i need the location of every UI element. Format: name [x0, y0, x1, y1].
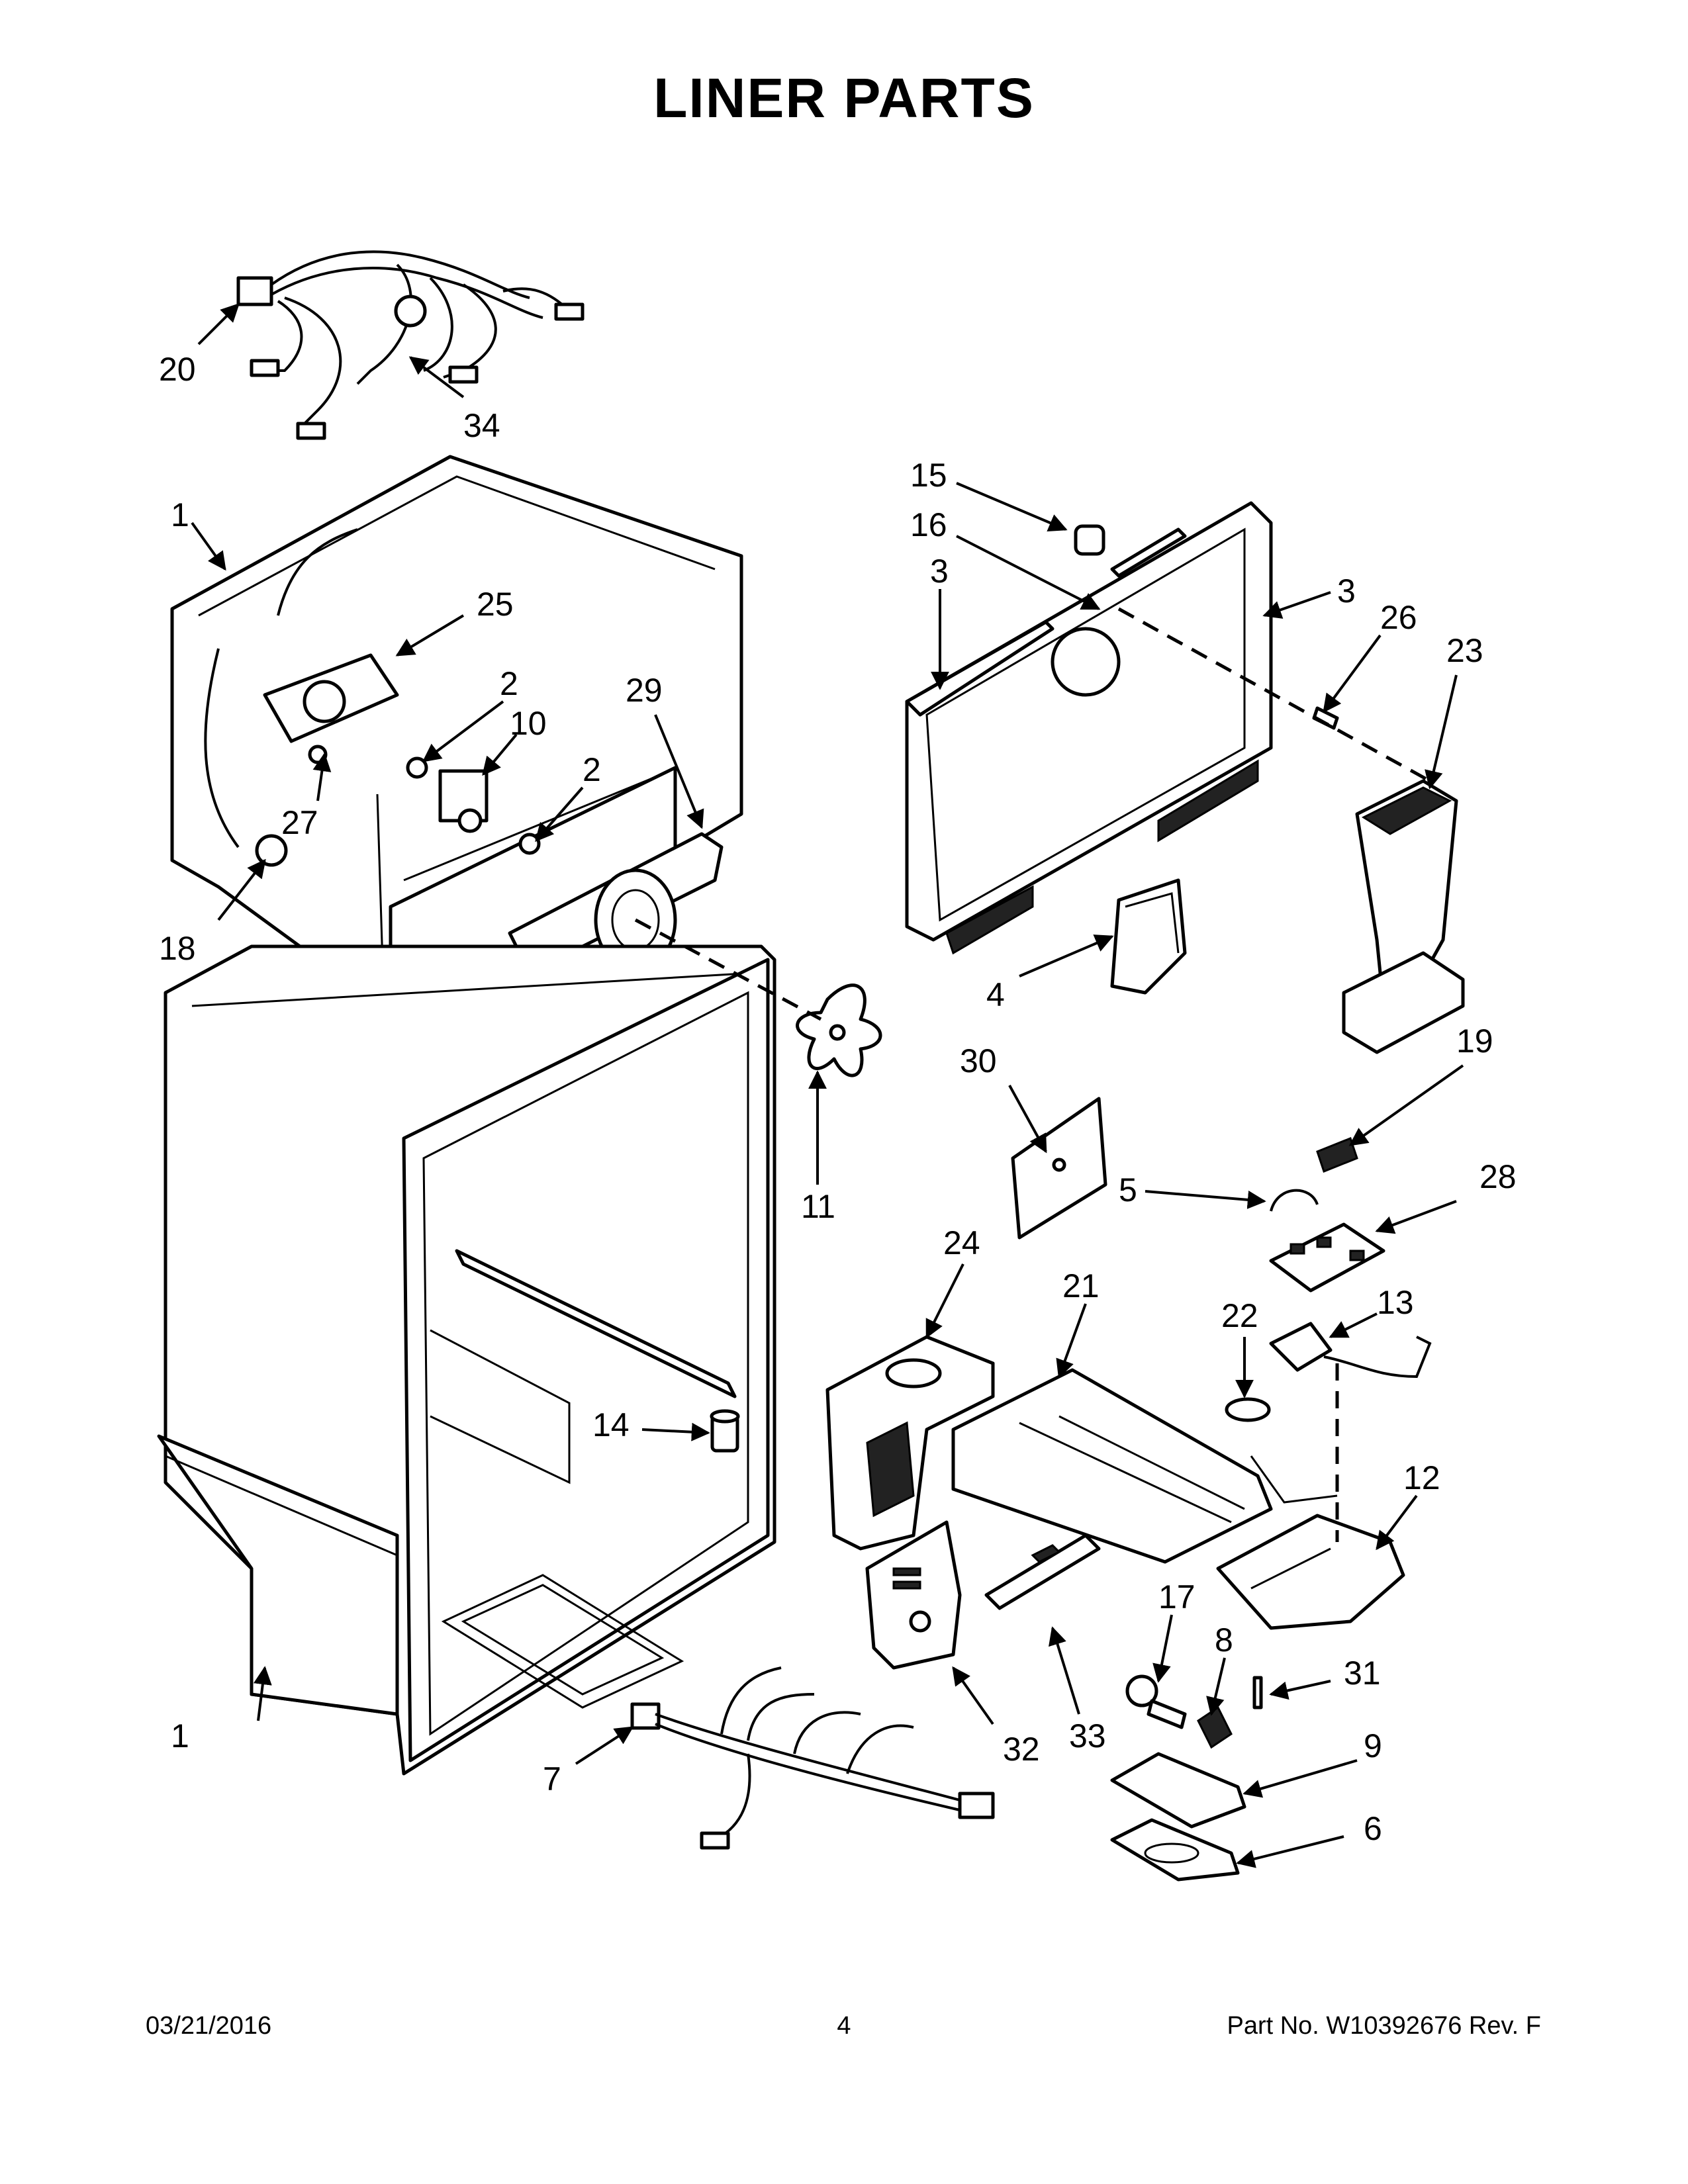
part-30: [1011, 1097, 1107, 1240]
screw-26: [1312, 706, 1339, 730]
callout-17: 17: [1158, 1578, 1196, 1615]
callout-25: 25: [477, 586, 514, 623]
footer-page-number: 4: [837, 2012, 851, 2040]
callout-34: 34: [463, 407, 500, 444]
callout-2: 2: [500, 665, 518, 702]
callout-28: 28: [1479, 1158, 1517, 1195]
part-33: [984, 1533, 1101, 1610]
callout-33: 33: [1069, 1717, 1106, 1754]
callout-18: 18: [159, 930, 196, 967]
light-socket-parts: [1110, 1674, 1263, 1882]
callout-7: 7: [543, 1760, 561, 1797]
callout-30: 30: [960, 1042, 997, 1079]
thermostat-assembly: [1216, 1322, 1432, 1630]
callout-21: 21: [1062, 1267, 1100, 1304]
callout-2: 2: [583, 751, 601, 788]
callout-11: 11: [801, 1188, 835, 1225]
footer-date: 03/21/2016: [146, 2012, 272, 2040]
callout-27: 27: [281, 804, 318, 841]
callout-19: 19: [1456, 1023, 1493, 1060]
wiring-harness-top: [236, 250, 585, 440]
freezer-liner: [170, 455, 743, 1015]
callout-29: 29: [626, 672, 663, 709]
callout-32: 32: [1003, 1731, 1040, 1768]
callout-3: 3: [930, 553, 949, 590]
callout-31: 31: [1344, 1655, 1381, 1692]
callout-26: 26: [1380, 599, 1417, 636]
part-5: [1270, 1189, 1319, 1212]
callout-13: 13: [1377, 1284, 1414, 1321]
callout-4: 4: [986, 976, 1005, 1013]
callout-1: 1: [171, 1717, 189, 1754]
control-board: [1269, 1222, 1385, 1293]
callout-22: 22: [1221, 1297, 1258, 1334]
air-duct: [1342, 779, 1465, 1054]
callout-24: 24: [943, 1224, 980, 1261]
callout-6: 6: [1364, 1810, 1382, 1847]
callout-labels: 20 34 1 25 2 29 10 2 27 18 15 16 3 3 26 …: [159, 351, 1517, 1847]
footer-part-number: Part No. W10392676 Rev. F: [1227, 2012, 1541, 2040]
callout-9: 9: [1364, 1727, 1382, 1764]
callout-12: 12: [1403, 1459, 1440, 1496]
control-housing: [825, 1335, 1273, 1564]
callout-3: 3: [1337, 572, 1356, 610]
evaporator-cover-panel: [905, 501, 1273, 955]
callout-10: 10: [510, 705, 547, 742]
callout-15: 15: [910, 457, 947, 494]
callout-5: 5: [1119, 1171, 1137, 1208]
callout-16: 16: [910, 506, 947, 543]
fresh-food-liner: [157, 944, 776, 1776]
callout-1: 1: [171, 496, 189, 533]
part-19: [1316, 1137, 1358, 1173]
callout-20: 20: [159, 351, 196, 388]
part-14: [710, 1409, 740, 1453]
callout-8: 8: [1215, 1621, 1233, 1659]
wiring-harness-bottom: [630, 1666, 995, 1850]
part-4: [1110, 878, 1187, 995]
fan-blade: [796, 983, 882, 1077]
callout-23: 23: [1446, 632, 1483, 669]
callout-14: 14: [592, 1406, 630, 1443]
part-32: [865, 1520, 962, 1670]
leader-lines: [191, 303, 1464, 1868]
page-title: LINER PARTS: [653, 67, 1035, 129]
